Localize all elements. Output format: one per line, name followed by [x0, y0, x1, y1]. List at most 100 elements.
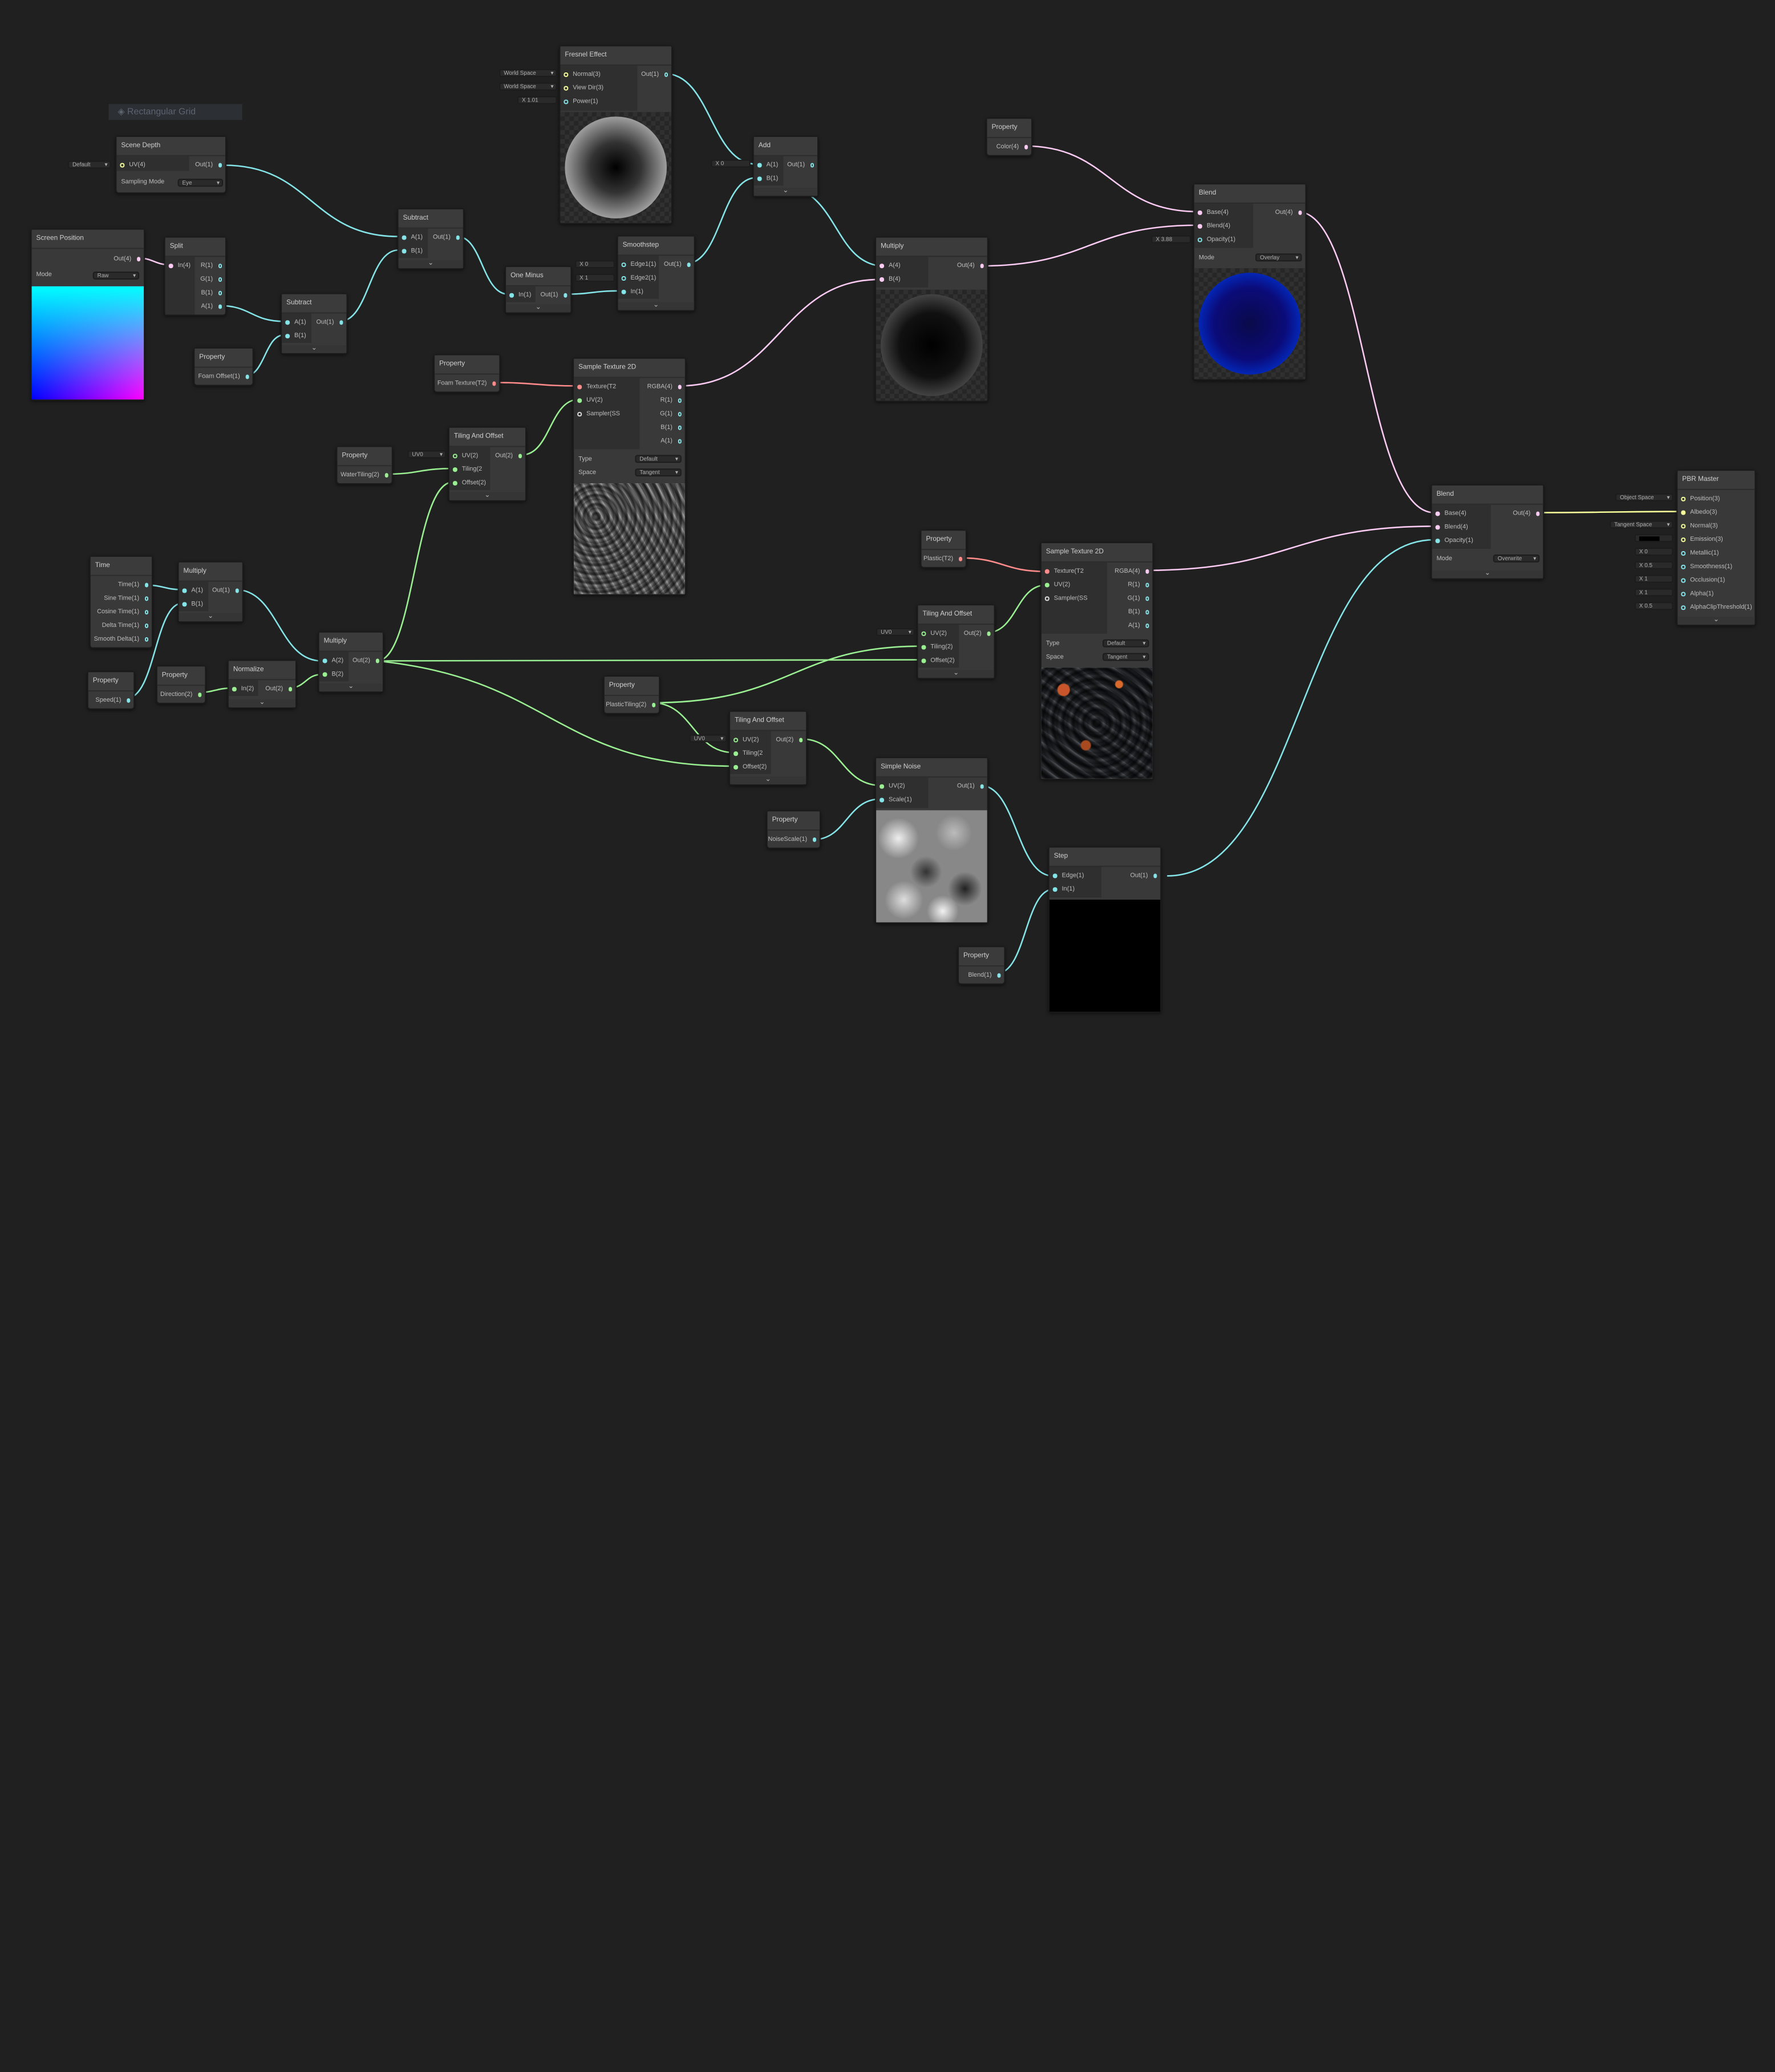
port-occlusion[interactable]: Occlusion(1): [1680, 576, 1725, 585]
port-sampler[interactable]: Sampler(SS: [576, 410, 620, 419]
port-offset[interactable]: Offset(2): [921, 657, 955, 666]
port-texture[interactable]: Texture(T2: [576, 382, 616, 391]
port-offset[interactable]: Offset(2): [732, 763, 767, 772]
node-title[interactable]: Multiply: [876, 237, 987, 257]
port-view-dir[interactable]: View Dir(3): [562, 84, 603, 93]
node-title[interactable]: Normalize: [228, 661, 296, 681]
blend-mode-dropdown[interactable]: Overlay▾: [1255, 253, 1302, 262]
node-blend-1[interactable]: Blend Base(4) Blend(4) Opacity(1) Out(4)…: [1193, 183, 1307, 381]
port-noise-scale[interactable]: NoiseScale(1): [768, 835, 817, 844]
node-title[interactable]: Blend: [1432, 485, 1543, 505]
port-out[interactable]: Out(4): [957, 261, 985, 270]
port-direction[interactable]: Direction(2): [160, 690, 202, 699]
smoothness-value-field[interactable]: X 0.5: [1634, 561, 1673, 569]
uv-default-field[interactable]: Default▾: [68, 160, 111, 169]
port-uv[interactable]: UV(2): [1044, 581, 1070, 590]
port-alpha[interactable]: Alpha(1): [1680, 590, 1713, 599]
port-emission[interactable]: Emission(3): [1680, 535, 1723, 544]
node-title[interactable]: Smoothstep: [618, 236, 694, 256]
uv-channel-field[interactable]: UV0▾: [407, 450, 446, 459]
port-in[interactable]: In(1): [1052, 885, 1075, 894]
port-opacity[interactable]: Opacity(1): [1197, 236, 1235, 245]
port-b[interactable]: B(1): [1128, 608, 1150, 617]
node-property-color[interactable]: Property Color(4): [986, 118, 1033, 156]
port-a[interactable]: A(1): [284, 318, 306, 327]
port-in[interactable]: In(2): [231, 685, 254, 694]
collapse-toggle[interactable]: ⌄: [1677, 617, 1755, 625]
port-a[interactable]: A(1): [756, 161, 778, 170]
port-a[interactable]: A(1): [660, 437, 682, 446]
edge1-value-field[interactable]: X 0: [575, 260, 615, 269]
port-time[interactable]: Time(1): [118, 581, 149, 590]
port-color[interactable]: Color(4): [996, 143, 1029, 152]
node-title[interactable]: Scene Depth: [116, 137, 225, 156]
collapse-toggle[interactable]: ⌄: [282, 345, 347, 353]
node-property-plastic-tiling[interactable]: Property PlasticTiling(2): [603, 675, 660, 714]
port-a[interactable]: A(1): [1128, 621, 1150, 630]
port-opacity[interactable]: Opacity(1): [1434, 536, 1473, 545]
node-split[interactable]: Split In(4) R(1) G(1) B(1) A(1): [164, 236, 226, 316]
blend-mode-dropdown[interactable]: Overwrite▾: [1493, 555, 1540, 562]
port-edge1[interactable]: Edge1(1): [621, 260, 656, 269]
port-g[interactable]: G(1): [660, 410, 683, 419]
port-a[interactable]: A(1): [401, 233, 423, 242]
port-base[interactable]: Base(4): [1197, 208, 1229, 217]
node-tiling-offset-1[interactable]: Tiling And Offset UV(2) Tiling(2 Offset(…: [448, 426, 526, 501]
collapse-toggle[interactable]: ⌄: [228, 699, 296, 707]
add-a-value-field[interactable]: X 0: [711, 159, 751, 168]
port-power[interactable]: Power(1): [562, 98, 598, 107]
node-pbr-master[interactable]: PBR Master Position(3) Albedo(3) Normal(…: [1676, 470, 1756, 626]
port-r[interactable]: R(1): [1128, 581, 1150, 590]
node-title[interactable]: Fresnel Effect: [560, 46, 671, 66]
node-smoothstep[interactable]: Smoothstep Edge1(1) Edge2(1) In(1) Out(1…: [617, 235, 695, 311]
port-alpha-clip[interactable]: AlphaClipThreshold(1): [1680, 603, 1752, 612]
port-uv[interactable]: UV(2): [921, 629, 947, 638]
node-title[interactable]: Split: [165, 237, 225, 257]
port-b[interactable]: B(1): [284, 331, 306, 341]
port-uv[interactable]: UV(4): [119, 161, 145, 170]
node-tiling-offset-3[interactable]: Tiling And Offset UV(2) Tiling(2 Offset(…: [729, 710, 808, 786]
port-b[interactable]: B(4): [878, 275, 901, 284]
port-out[interactable]: Out(1): [317, 318, 345, 327]
node-property-water-tiling[interactable]: Property WaterTiling(2): [336, 446, 393, 485]
node-title[interactable]: Tiling And Offset: [449, 427, 525, 447]
node-title[interactable]: Simple Noise: [876, 758, 987, 778]
port-speed[interactable]: Speed(1): [95, 696, 131, 705]
power-value-field[interactable]: X 1.01: [517, 96, 557, 104]
port-tiling[interactable]: Tiling(2: [452, 465, 482, 474]
port-uv[interactable]: UV(2): [878, 782, 905, 791]
port-texture[interactable]: Texture(T2: [1044, 567, 1084, 576]
node-property-plastic[interactable]: Property Plastic(T2): [920, 529, 967, 568]
port-out[interactable]: Out(1): [787, 161, 815, 170]
port-cosine-time[interactable]: Cosine Time(1): [97, 608, 149, 617]
node-title[interactable]: Property: [959, 947, 1004, 967]
collapse-toggle[interactable]: ⌄: [449, 492, 525, 500]
port-out[interactable]: Out(1): [1130, 871, 1158, 880]
port-out[interactable]: Out(1): [433, 233, 461, 242]
port-tiling[interactable]: Tiling(2: [732, 749, 763, 758]
port-blend[interactable]: Blend(4): [1197, 222, 1230, 231]
port-sampler[interactable]: Sampler(SS: [1044, 594, 1088, 603]
port-out[interactable]: Out(1): [664, 260, 692, 269]
node-title[interactable]: Screen Position: [31, 229, 144, 249]
node-multiply-time[interactable]: Multiply A(1) B(1) Out(1) ⌄: [177, 561, 244, 623]
port-a[interactable]: A(4): [878, 261, 901, 270]
node-simple-noise[interactable]: Simple Noise UV(2) Scale(1) Out(1): [875, 757, 988, 924]
port-b[interactable]: B(2): [322, 670, 343, 679]
port-plastic[interactable]: Plastic(T2): [923, 555, 963, 564]
port-out[interactable]: Out(1): [641, 70, 669, 79]
node-title[interactable]: Property: [88, 672, 134, 692]
node-title[interactable]: Sample Texture 2D: [1041, 543, 1153, 562]
node-title[interactable]: Step: [1049, 847, 1161, 867]
node-title[interactable]: Add: [753, 137, 817, 156]
node-title[interactable]: PBR Master: [1677, 471, 1755, 490]
node-title[interactable]: Property: [157, 666, 205, 686]
node-normalize[interactable]: Normalize In(2) Out(2) ⌄: [227, 659, 297, 709]
space-dropdown[interactable]: Tangent▾: [635, 468, 682, 477]
port-tiling[interactable]: Tiling(2): [921, 643, 953, 652]
port-sine-time[interactable]: Sine Time(1): [104, 594, 149, 603]
port-out[interactable]: Out(1): [541, 291, 569, 300]
opacity-value-field[interactable]: X 3.88: [1151, 235, 1191, 244]
node-property-foam-offset[interactable]: Property Foam Offset(1): [193, 347, 254, 386]
port-plastic-tiling[interactable]: PlasticTiling(2): [606, 701, 656, 710]
